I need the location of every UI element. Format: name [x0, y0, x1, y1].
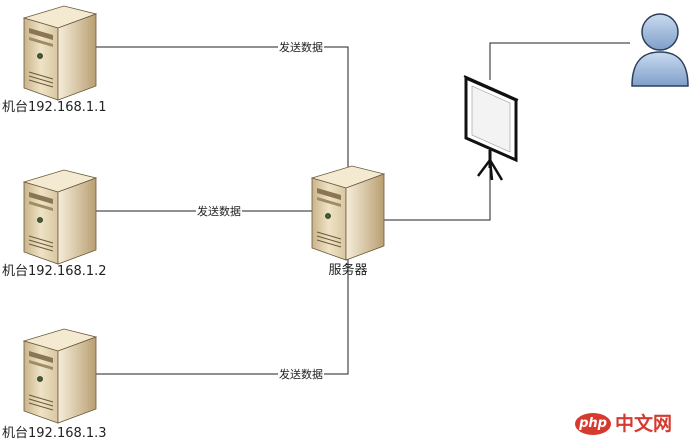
edge-label-1: 发送数据	[279, 40, 323, 54]
link-client-1	[96, 46, 349, 215]
edge-label-3: 发送数据	[279, 367, 323, 381]
link-client-3	[96, 232, 349, 375]
server-tower-icon	[23, 5, 97, 101]
watermark-text: 中文网	[615, 413, 673, 435]
client-3: 机台192.168.1.3	[2, 328, 107, 441]
edge-label-2: 发送数据	[197, 204, 241, 218]
watermark: php 中文网	[575, 410, 687, 438]
connections	[96, 42, 630, 375]
server-label: 服务器	[328, 262, 367, 278]
server-tower-icon	[23, 169, 97, 265]
projection-screen-icon	[463, 75, 519, 181]
client-3-label: 机台192.168.1.3	[2, 426, 107, 441]
server: 服务器	[311, 165, 385, 278]
edge-labels: 发送数据 发送数据 发送数据	[196, 40, 324, 381]
link-server-display	[380, 165, 491, 221]
client-1: 机台192.168.1.1	[2, 5, 107, 115]
server-tower-icon	[23, 328, 97, 424]
watermark-logo: php	[575, 413, 611, 435]
client-2-label: 机台192.168.1.2	[2, 264, 107, 279]
user-icon	[631, 13, 689, 87]
link-display-user	[489, 42, 630, 80]
client-2: 机台192.168.1.2	[2, 169, 107, 279]
server-tower-icon	[311, 165, 385, 261]
client-1-label: 机台192.168.1.1	[2, 100, 107, 115]
